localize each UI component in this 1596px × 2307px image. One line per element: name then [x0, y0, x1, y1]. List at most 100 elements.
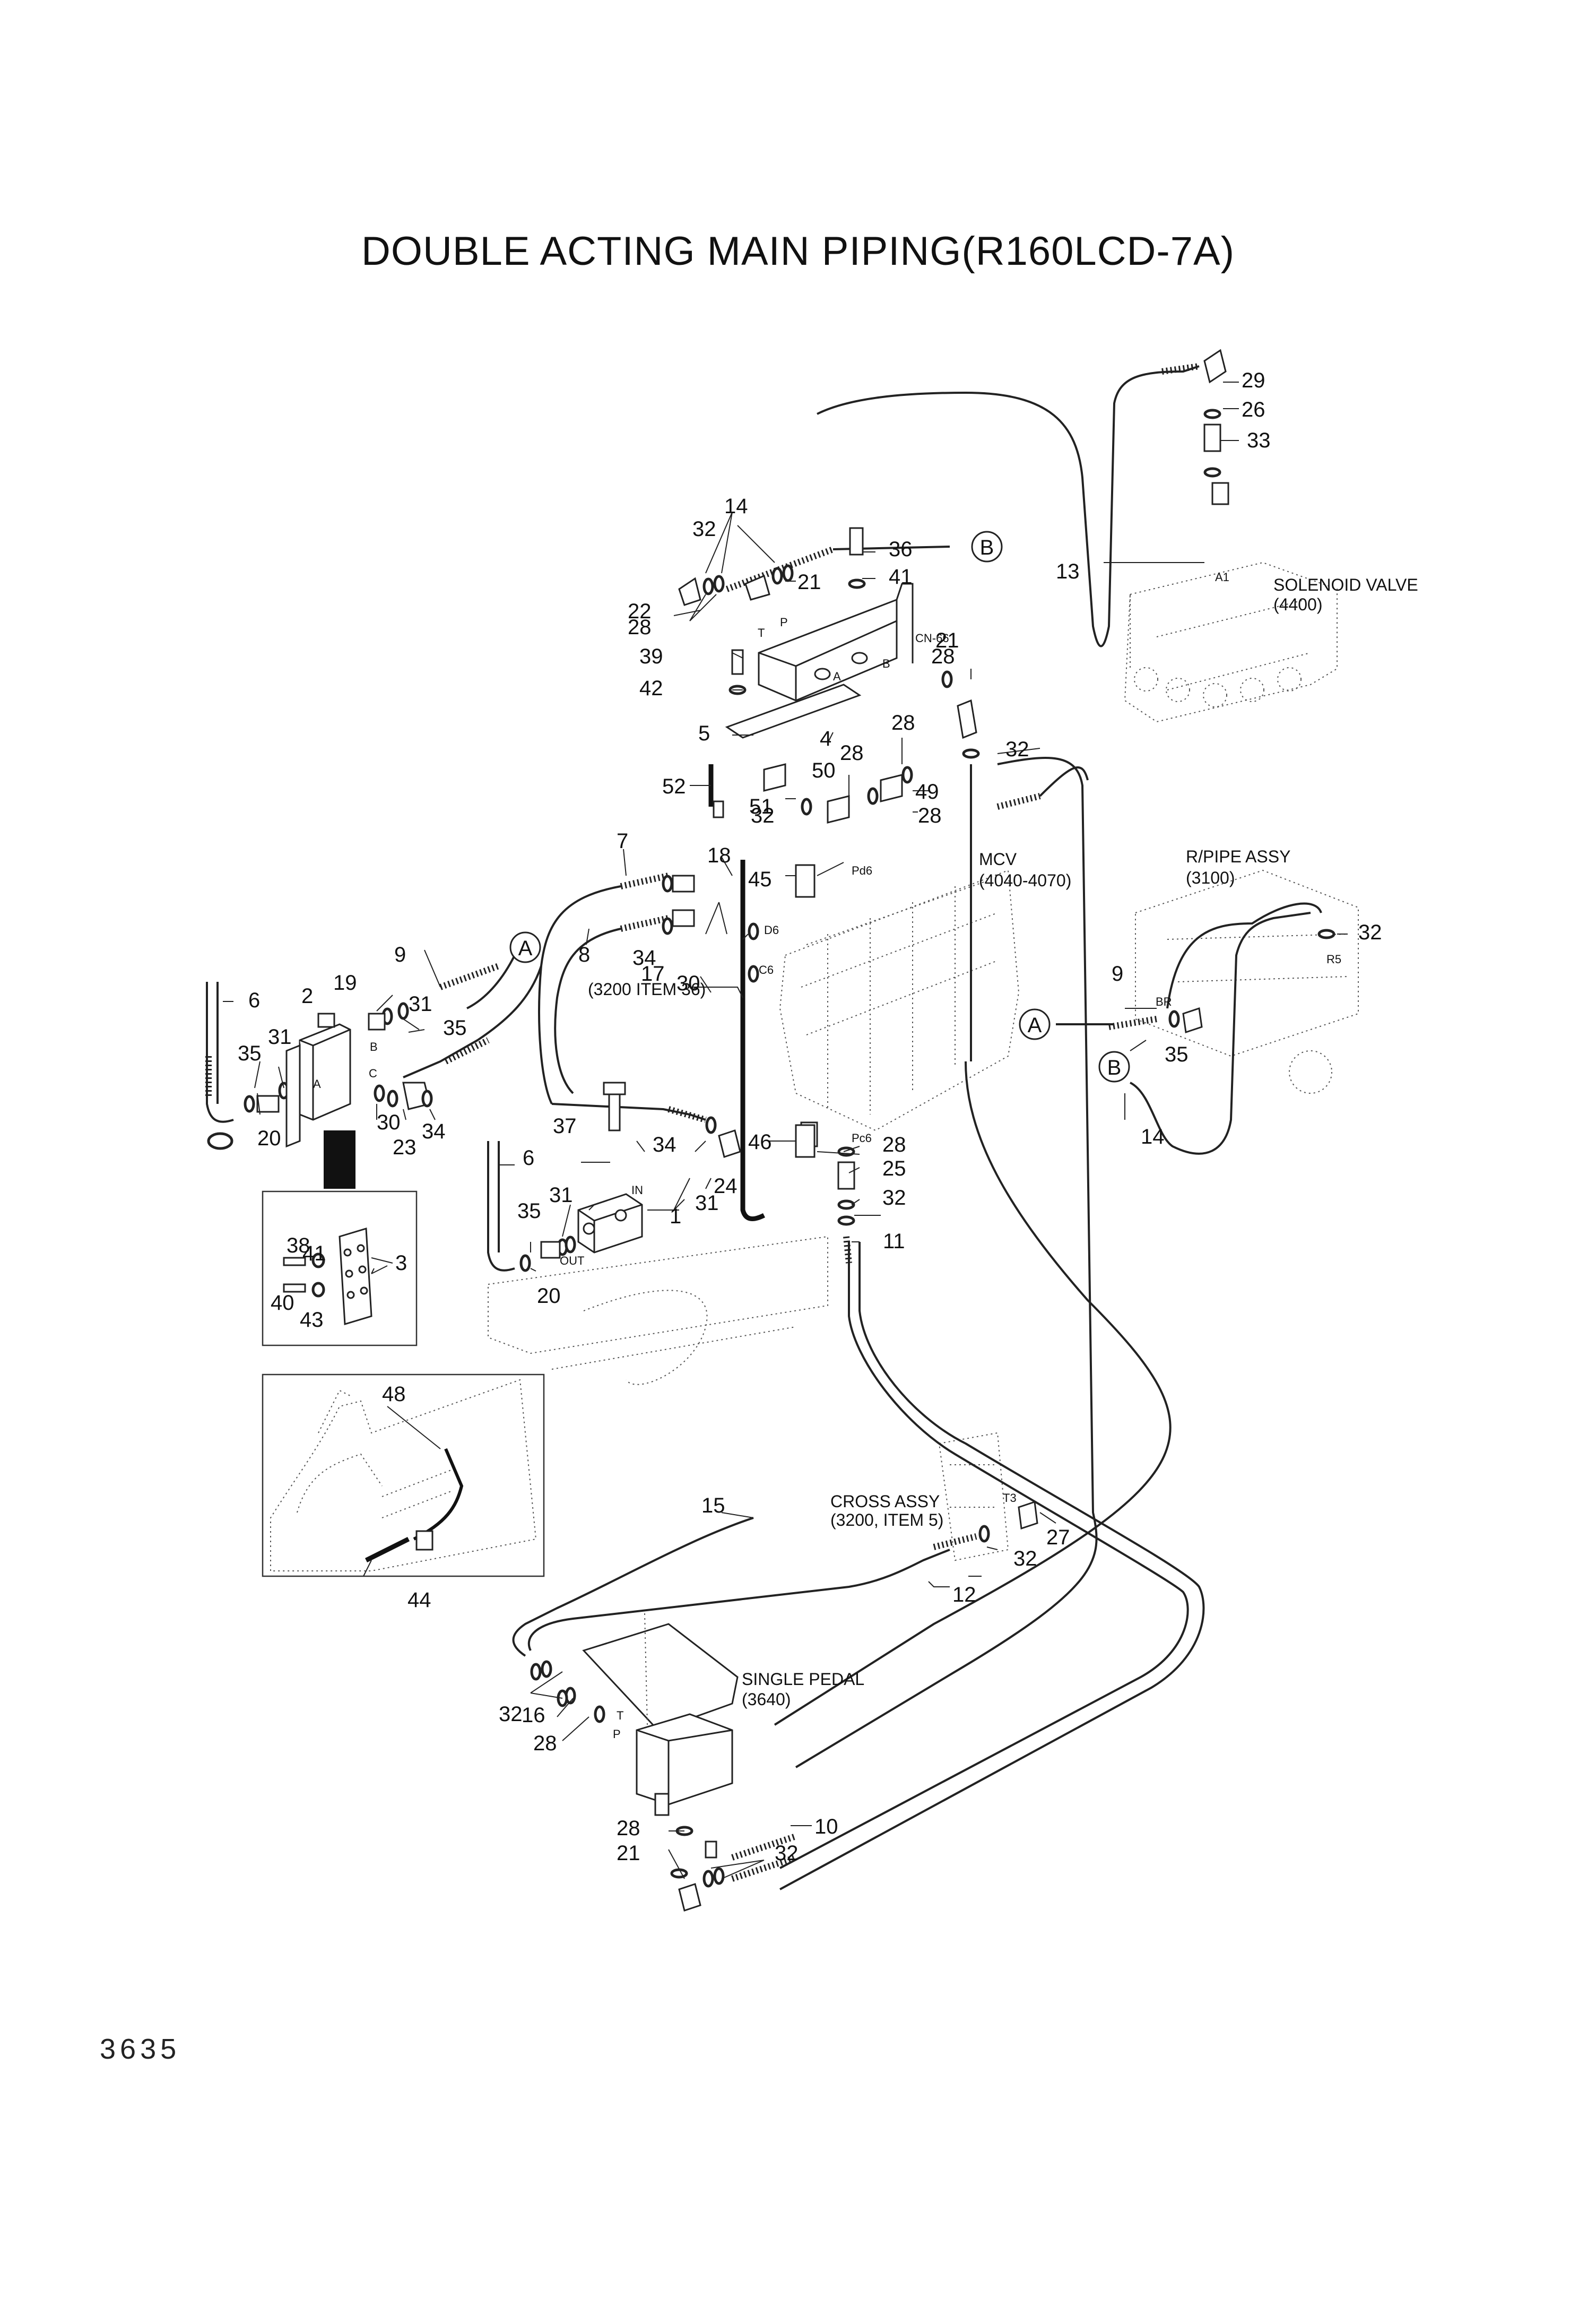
valve-block-1 — [577, 1193, 643, 1254]
mcv-block — [779, 864, 1020, 1147]
svg-text:28: 28 — [891, 711, 915, 735]
valve-block-2 — [285, 1013, 355, 1189]
port-labels: P T A B CN-66 A1 Pd6 D6 C6 Pc6 BR R5 T3 … — [313, 571, 1341, 1741]
svg-text:2: 2 — [301, 984, 313, 1008]
svg-text:21: 21 — [797, 571, 821, 594]
page-title: DOUBLE ACTING MAIN PIPING(R160LCD-7A) — [361, 229, 1235, 274]
svg-text:B: B — [882, 657, 890, 670]
svg-text:1: 1 — [670, 1205, 681, 1228]
svg-text:24: 24 — [714, 1174, 738, 1198]
svg-text:35: 35 — [443, 1016, 467, 1040]
svg-text:9: 9 — [394, 943, 406, 966]
svg-text:41: 41 — [302, 1242, 326, 1265]
mcv-ref: (4040-4070) — [979, 871, 1071, 890]
svg-text:35: 35 — [238, 1042, 262, 1065]
svg-text:14: 14 — [724, 495, 748, 518]
svg-text:41: 41 — [889, 565, 913, 589]
svg-text:39: 39 — [639, 645, 663, 668]
svg-text:51: 51 — [749, 795, 773, 818]
svg-text:35: 35 — [1165, 1043, 1189, 1066]
svg-text:7: 7 — [617, 830, 628, 853]
svg-text:40: 40 — [271, 1291, 294, 1315]
single-pedal-label: SINGLE PEDAL — [742, 1670, 864, 1689]
svg-text:B: B — [1107, 1056, 1122, 1079]
svg-text:32: 32 — [1358, 921, 1382, 944]
svg-text:20: 20 — [257, 1127, 281, 1150]
svg-text:C: C — [369, 1067, 377, 1080]
svg-text:T: T — [617, 1709, 623, 1722]
solenoid-valve-label: SOLENOID VALVE — [1273, 575, 1418, 594]
connector-a-right: A — [1019, 1008, 1051, 1040]
svg-text:P: P — [613, 1727, 621, 1741]
svg-text:26: 26 — [1242, 398, 1265, 421]
svg-text:33: 33 — [1247, 429, 1271, 452]
svg-text:A: A — [313, 1077, 321, 1091]
svg-text:6: 6 — [248, 989, 260, 1012]
connector-b-right: B — [1098, 1051, 1130, 1083]
assembly-labels: SOLENOID VALVE (4400) MCV (4040-4070) R/… — [588, 575, 1418, 1709]
svg-text:27: 27 — [1046, 1526, 1070, 1549]
svg-text:10: 10 — [814, 1815, 838, 1838]
svg-text:25: 25 — [882, 1157, 906, 1180]
svg-text:IN: IN — [631, 1183, 643, 1197]
svg-text:11: 11 — [883, 1230, 905, 1253]
r-pipe-assy-label: R/PIPE ASSY — [1186, 847, 1290, 866]
pipes — [205, 363, 1322, 1890]
svg-text:42: 42 — [639, 677, 663, 700]
bolt-37 — [603, 1082, 626, 1131]
svg-text:22: 22 — [628, 600, 652, 623]
svg-text:16: 16 — [522, 1704, 545, 1727]
svg-text:21: 21 — [617, 1842, 640, 1865]
cross-assy-block — [938, 1432, 1009, 1561]
single-pedal-ref: (3640) — [742, 1690, 791, 1709]
svg-text:49: 49 — [915, 780, 939, 803]
svg-text:32: 32 — [499, 1703, 523, 1726]
svg-text:44: 44 — [407, 1588, 431, 1612]
svg-text:Pc6: Pc6 — [852, 1131, 872, 1145]
single-pedal — [582, 1613, 739, 1816]
solenoid-valve-block — [1124, 561, 1338, 723]
svg-text:32: 32 — [775, 1842, 799, 1865]
svg-text:12: 12 — [952, 1583, 976, 1606]
svg-text:28: 28 — [533, 1732, 557, 1755]
svg-text:15: 15 — [701, 1494, 725, 1517]
svg-text:23: 23 — [393, 1136, 417, 1159]
svg-text:31: 31 — [268, 1025, 292, 1049]
svg-text:6: 6 — [523, 1146, 534, 1170]
svg-text:37: 37 — [553, 1114, 577, 1138]
svg-text:36: 36 — [889, 538, 913, 561]
svg-text:32: 32 — [1005, 738, 1029, 761]
svg-text:45: 45 — [748, 868, 772, 891]
svg-text:C6: C6 — [759, 963, 774, 977]
svg-text:31: 31 — [549, 1183, 573, 1207]
svg-text:32: 32 — [882, 1186, 906, 1209]
ref-3200-item-36: (3200 ITEM 36) — [588, 980, 706, 999]
connector-a-left: A — [509, 931, 541, 963]
svg-text:8: 8 — [578, 943, 590, 966]
svg-text:T3: T3 — [1003, 1491, 1017, 1505]
part-numbers: 1 2 3 4 5 6 6 7 8 9 9 10 11 12 13 14 14 … — [238, 369, 1382, 1865]
svg-text:20: 20 — [537, 1284, 561, 1308]
svg-text:P: P — [780, 616, 788, 629]
svg-text:T: T — [758, 626, 765, 640]
svg-text:32: 32 — [751, 804, 775, 827]
connector-b-top: B — [971, 531, 1003, 563]
svg-text:B: B — [980, 536, 994, 559]
svg-text:3: 3 — [395, 1251, 407, 1275]
svg-text:29: 29 — [1242, 369, 1265, 392]
svg-text:46: 46 — [748, 1130, 772, 1154]
svg-text:52: 52 — [662, 775, 686, 798]
svg-text:32: 32 — [692, 517, 716, 541]
svg-text:B: B — [370, 1040, 378, 1053]
fittings — [207, 349, 1335, 1912]
solenoid-manifold-4 — [725, 598, 898, 739]
svg-text:19: 19 — [333, 971, 357, 995]
svg-text:CN-66: CN-66 — [915, 632, 949, 645]
svg-text:30: 30 — [676, 972, 700, 995]
svg-text:34: 34 — [422, 1120, 446, 1143]
svg-text:35: 35 — [517, 1199, 541, 1223]
svg-text:OUT: OUT — [560, 1254, 584, 1267]
detail-box-plate-3 — [262, 1190, 418, 1346]
svg-text:28: 28 — [628, 616, 652, 639]
svg-text:4: 4 — [820, 727, 831, 750]
